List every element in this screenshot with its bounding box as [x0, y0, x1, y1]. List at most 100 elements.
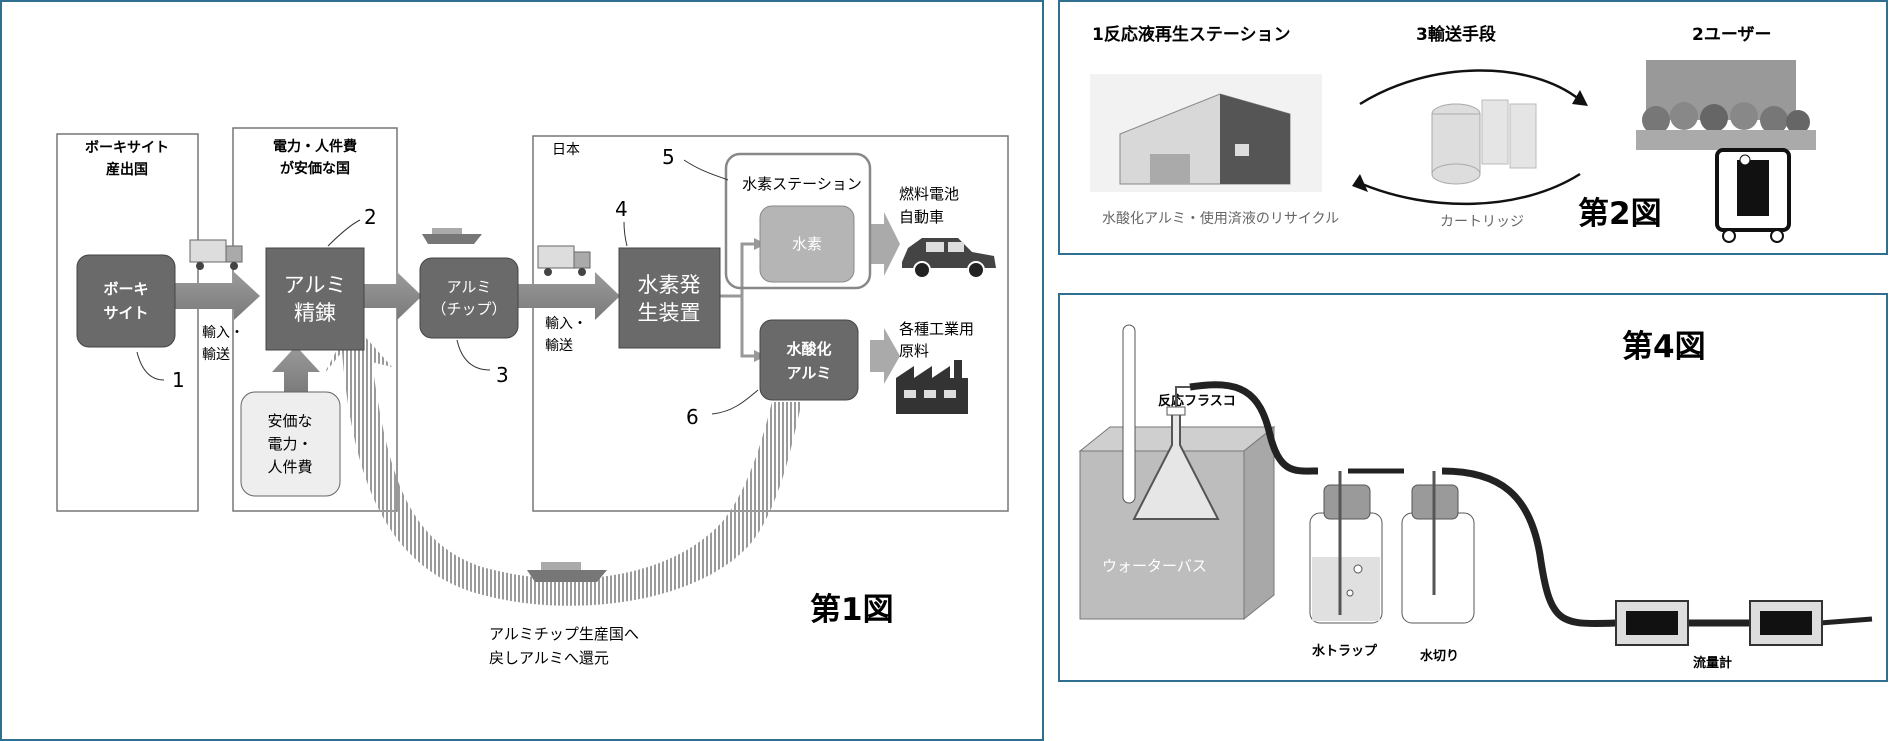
ship-icon [527, 562, 607, 582]
car-icon [902, 238, 996, 279]
region-japan-label: 日本 [552, 142, 580, 158]
bauxite-box-label-2: サイト [103, 304, 148, 322]
arrow-user-to-station [1361, 172, 1581, 206]
hydroxide-box [759, 319, 859, 401]
bauxite-box-label-1: ボーキ [103, 280, 148, 298]
station-title: 1反応液再生ステーション [1092, 24, 1291, 45]
bubble [1353, 564, 1363, 574]
station-building-icon [1090, 74, 1322, 192]
cartridge-icon [1431, 99, 1537, 185]
import-label-2a: 輸入・ [545, 316, 587, 332]
number-4: 4 [615, 197, 628, 221]
number-5: 5 [662, 145, 675, 169]
arrow-bauxite-to-refining [174, 272, 260, 320]
region-cheap-label-1: 電力・人件費 [273, 138, 357, 155]
import-label-1b: 輸送 [202, 347, 230, 363]
import-label-2b: 輸送 [545, 338, 573, 354]
arrow-hydroxide-to-industry [870, 328, 900, 384]
figure-4-caption: 第4図 [1622, 329, 1706, 365]
chip-box-label-2: （チップ） [431, 300, 506, 318]
arrow-station-to-user [1359, 69, 1581, 106]
arrow-refining-to-chip [362, 272, 422, 320]
figure-4-panel: 第4図 ウォーターバス 反応フラスコ 水トラップ 水切り 流量計 [1058, 293, 1888, 682]
fcv-label-1: 燃料電池 [899, 185, 959, 203]
truck-icon [189, 239, 243, 270]
region-bauxite-country [56, 133, 199, 512]
hydrogen-station-box [724, 152, 872, 290]
import-label-1a: 輸入・ [202, 325, 244, 341]
region-cheap-label-2: が安価な国 [280, 160, 350, 177]
arrow-head-left [1352, 174, 1368, 192]
hydrogen-station-label: 水素ステーション [742, 175, 862, 193]
hydrogen-box-label: 水素 [792, 235, 822, 253]
industrial-label-1: 各種工業用 [899, 320, 974, 338]
figure-2-panel: 1反応液再生ステーション 3輸送手段 2ユーザー 水酸化アルミ・使用済液のリサイ… [1058, 0, 1888, 255]
figure-4-diagram: 第4図 ウォーターバス 反応フラスコ 水トラップ 水切り 流量計 [1078, 324, 1873, 671]
users-crowd-icon [1636, 60, 1816, 150]
cartridge-label: カートリッジ [1440, 214, 1524, 230]
hydroxide-box-label-2: アルミ [787, 364, 832, 382]
flask-label: 反応フラスコ [1158, 393, 1236, 409]
tubing-flask-to-trap [1189, 381, 1319, 475]
water-drain-label: 水切り [1420, 648, 1459, 664]
water-drain-bottle [1401, 512, 1475, 624]
water-bath-label: ウォーターバス [1102, 557, 1207, 575]
bubble [1346, 589, 1354, 597]
flowmeter-1-display [1626, 611, 1678, 635]
reaction-flask [1132, 411, 1220, 520]
fcv-label-2: 自動車 [899, 208, 944, 226]
truck-icon [537, 245, 591, 276]
industrial-label-2: 原料 [899, 342, 929, 360]
cheap-power-label-2: 電力・ [267, 435, 312, 453]
arrow-generator-to-hydroxide [740, 296, 756, 358]
number-2: 2 [364, 205, 377, 229]
number-3: 3 [496, 363, 509, 387]
leader-line-4 [623, 221, 628, 247]
transport-title: 3輸送手段 [1416, 24, 1496, 45]
factory-icon [896, 360, 968, 414]
figure-1-diagram: ボーキサイト 産出国 電力・人件費 が安価な国 日本 ボーキ サイト アルミ 精… [56, 127, 1009, 667]
region-bauxite-label-2: 産出国 [106, 161, 148, 178]
leader-line-6 [711, 389, 759, 415]
refining-box-label-2: 精錬 [294, 301, 336, 325]
return-arrow [324, 322, 802, 606]
water-trap-label: 水トラップ [1312, 643, 1378, 659]
chip-box-label-1: アルミ [447, 278, 492, 296]
number-6: 6 [686, 405, 699, 429]
generator-box-label-2: 生装置 [638, 301, 701, 325]
recycle-label: 水酸化アルミ・使用済液のリサイクル [1102, 210, 1339, 227]
figure-2-diagram: 1反応液再生ステーション 3輸送手段 2ユーザー 水酸化アルミ・使用済液のリサイ… [1090, 24, 1816, 243]
generator-device-icon [1715, 148, 1791, 243]
flowmeter-label: 流量計 [1693, 655, 1732, 671]
tubing-drain-to-flowmeter [1441, 467, 1617, 628]
flask-outlet-pipe [1175, 386, 1190, 407]
arrow-chip-to-generator [514, 272, 620, 320]
tubing-outlet [1819, 616, 1873, 626]
cheap-power-label-3: 人件費 [267, 458, 312, 476]
figure-2-caption: 第2図 [1578, 196, 1662, 232]
generator-box [618, 247, 721, 349]
hydroxide-box-label-1: 水酸化 [786, 340, 831, 358]
hydrogen-box [759, 205, 855, 283]
leader-line-1 [136, 351, 165, 381]
refining-box [265, 247, 365, 351]
ship-icon [422, 228, 482, 244]
water-trap-cap [1323, 484, 1371, 520]
arrow-power-to-refining [272, 346, 320, 394]
chip-box [419, 257, 519, 339]
thermometer [1122, 324, 1136, 504]
leader-line-3 [456, 339, 491, 371]
figure-1-caption: 第1図 [810, 592, 894, 628]
cheap-power-box [240, 391, 341, 497]
region-japan [532, 135, 1009, 512]
user-title: 2ユーザー [1692, 25, 1772, 45]
figure-1-panel: ボーキサイト 産出国 電力・人件費 が安価な国 日本 ボーキ サイト アルミ 精… [0, 0, 1044, 741]
water-trap-liquid [1312, 557, 1380, 621]
bauxite-box [76, 254, 176, 348]
water-bath-side [1243, 425, 1275, 621]
refining-box-label-1: アルミ [284, 273, 347, 297]
leader-line-5 [683, 159, 729, 181]
cheap-power-label-1: 安価な [267, 412, 312, 430]
leader-line-2 [327, 219, 361, 247]
return-label-1: アルミチップ生産国へ [489, 625, 639, 643]
